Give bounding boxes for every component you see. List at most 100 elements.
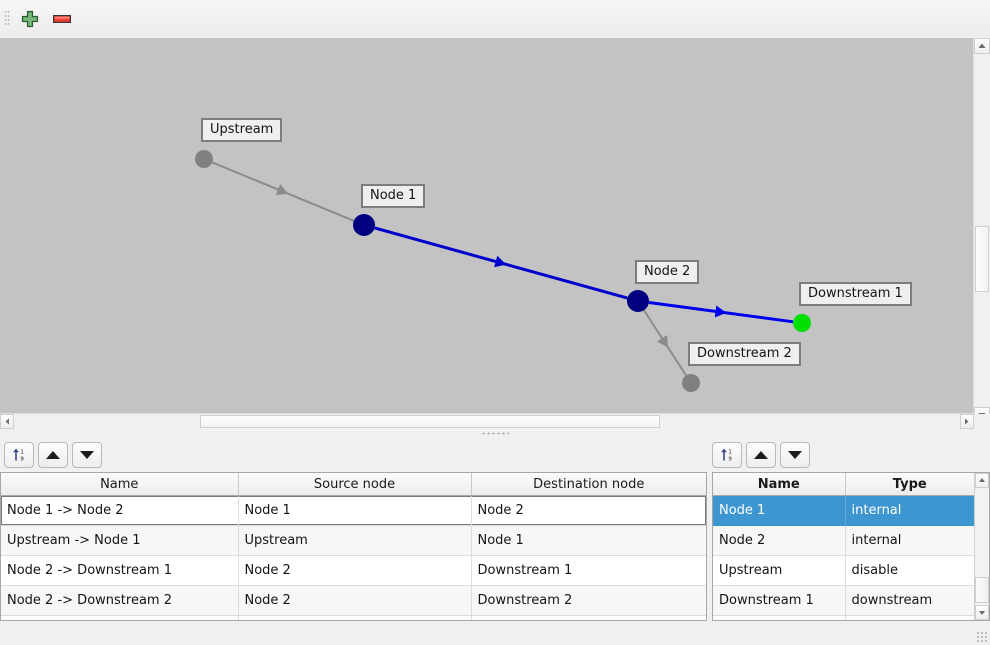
canvas-vscroll-thumb[interactable] — [975, 226, 989, 292]
node-name: Downstream 1 — [713, 585, 846, 616]
column-header-name[interactable]: Name — [713, 473, 846, 496]
empty-cell — [713, 615, 846, 620]
graph-node-label-upstream[interactable]: Upstream — [201, 118, 283, 142]
connections-toolbar: 1 9 — [4, 442, 104, 468]
connection-name: Upstream -> Node 1 — [1, 525, 239, 556]
triangle-up-icon — [46, 451, 60, 459]
column-header-type[interactable]: Type — [845, 473, 974, 496]
graph-edges-layer — [195, 150, 811, 392]
nodes-move-down-button[interactable] — [780, 442, 810, 468]
connection-source-node: Node 2 — [238, 555, 472, 586]
empty-cell — [238, 615, 472, 620]
nodes-toolbar: 1 9 — [712, 442, 812, 468]
connections-sort-button[interactable]: 1 9 — [4, 442, 34, 468]
column-header-source-node[interactable]: Source node — [238, 473, 472, 496]
node-name: Node 1 — [713, 495, 846, 526]
connection-name: Node 1 -> Node 2 — [1, 495, 239, 526]
panel-splitter[interactable] — [0, 429, 990, 438]
canvas-vscroll-track[interactable] — [974, 54, 990, 407]
toolbar-drag-handle[interactable] — [4, 10, 10, 26]
splitter-grip-icon — [481, 432, 509, 435]
nodes-sort-button[interactable]: 1 9 — [712, 442, 742, 468]
graph-node-node2[interactable] — [627, 290, 649, 312]
connection-name: Node 2 -> Downstream 1 — [1, 555, 239, 586]
graph-node-upstream[interactable] — [195, 150, 213, 168]
triangle-up-icon — [754, 451, 768, 459]
connection-destination-node: Downstream 1 — [471, 555, 706, 586]
add-node-button[interactable] — [16, 6, 44, 32]
nodes-table-scroll-thumb[interactable] — [975, 577, 989, 603]
graph-node-label-downstream2[interactable]: Downstream 2 — [688, 342, 801, 366]
connection-destination-node: Downstream 2 — [471, 585, 706, 616]
nodes-move-up-button[interactable] — [746, 442, 776, 468]
empty-cell — [845, 615, 974, 620]
empty-cell — [1, 615, 239, 620]
scroll-down-arrow-icon[interactable] — [975, 605, 989, 620]
connection-destination-node: Node 2 — [471, 495, 706, 526]
graph-node-node1[interactable] — [353, 214, 375, 236]
svg-text:1: 1 — [20, 450, 23, 456]
canvas-horizontal-scrollbar[interactable] — [0, 413, 974, 429]
node-type: downstream — [845, 585, 974, 616]
connections-table[interactable]: Name Source node Destination node Node 1… — [0, 472, 707, 621]
column-header-name[interactable]: Name — [1, 473, 239, 496]
node-type: internal — [845, 525, 974, 556]
window-resize-grip-icon[interactable] — [976, 631, 988, 643]
nodes-table-scrollbar[interactable] — [974, 473, 989, 620]
connections-move-up-button[interactable] — [38, 442, 68, 468]
edge-arrowhead-icon — [275, 183, 289, 196]
connection-destination-node: Node 1 — [471, 525, 706, 556]
canvas-vertical-scrollbar[interactable] — [973, 38, 990, 423]
edge-arrowhead-icon — [714, 305, 727, 318]
triangle-down-icon — [788, 451, 802, 459]
scroll-left-arrow-icon[interactable] — [0, 414, 14, 429]
scroll-up-arrow-icon[interactable] — [974, 38, 990, 54]
sort-ascending-icon: 1 9 — [721, 448, 732, 462]
graph-node-downstream2[interactable] — [682, 374, 700, 392]
table-empty-row — [1, 615, 706, 620]
connections-table-grid: Name Source node Destination node Node 1… — [1, 473, 706, 620]
red-minus-icon — [53, 15, 71, 23]
svg-text:9: 9 — [728, 456, 732, 462]
graph-node-label-downstream1[interactable]: Downstream 1 — [799, 282, 912, 306]
table-empty-row — [713, 615, 974, 620]
sort-ascending-icon: 1 9 — [13, 448, 24, 462]
connection-source-node: Upstream — [238, 525, 472, 556]
delete-node-button[interactable] — [48, 6, 76, 32]
toolbar — [0, 0, 990, 37]
scrollbar-corner — [974, 414, 990, 429]
scroll-up-arrow-icon[interactable] — [975, 473, 989, 488]
svg-text:1: 1 — [728, 450, 731, 456]
node-name: Upstream — [713, 555, 846, 586]
node-name: Node 2 — [713, 525, 846, 556]
edge-arrowhead-icon — [657, 334, 669, 348]
canvas-hscroll-thumb[interactable] — [200, 415, 660, 428]
graph-node-label-node2[interactable]: Node 2 — [635, 260, 700, 284]
connection-name: Node 2 -> Downstream 2 — [1, 585, 239, 616]
connection-source-node: Node 1 — [238, 495, 472, 526]
graph-node-downstream1[interactable] — [793, 314, 811, 332]
connections-move-down-button[interactable] — [72, 442, 102, 468]
edge-arrowhead-icon — [494, 255, 507, 268]
scroll-right-arrow-icon[interactable] — [960, 414, 974, 429]
connection-source-node: Node 2 — [238, 585, 472, 616]
empty-cell — [471, 615, 706, 620]
graph-node-label-node1[interactable]: Node 1 — [361, 184, 426, 208]
node-type: internal — [845, 495, 974, 526]
nodes-table-header: Name Type — [713, 473, 974, 496]
column-header-destination-node[interactable]: Destination node — [471, 473, 706, 496]
node-type: disable — [845, 555, 974, 586]
